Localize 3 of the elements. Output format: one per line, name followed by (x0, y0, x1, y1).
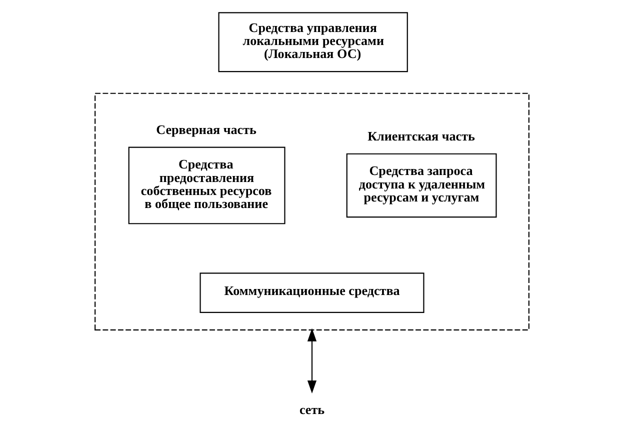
node-label: Клиентская часть (368, 128, 475, 144)
node-text: сеть (299, 402, 325, 417)
node-label: Серверная часть (156, 122, 256, 137)
